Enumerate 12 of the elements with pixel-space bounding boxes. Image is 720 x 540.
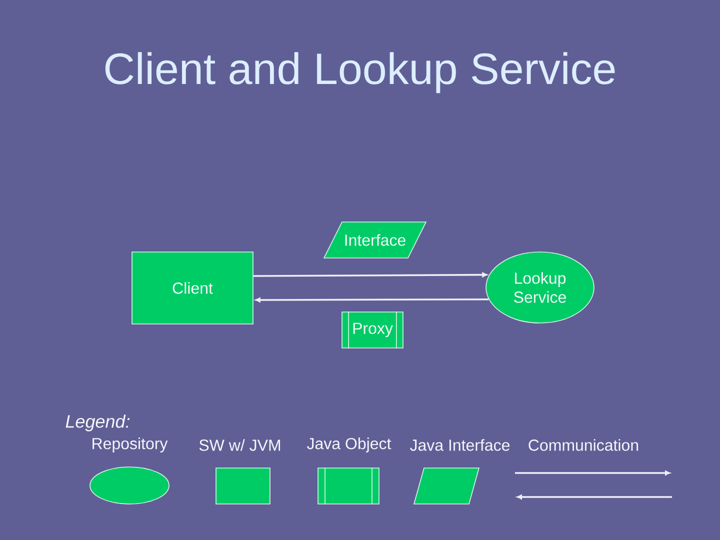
arrow bbox=[253, 272, 488, 278]
ellipse-node: Lookup Service bbox=[486, 252, 594, 324]
legend-label: SW w/ JVM bbox=[199, 439, 280, 451]
arrow bbox=[255, 298, 489, 302]
legend-label: Java Interface bbox=[410, 439, 510, 451]
legend-label: Repository bbox=[92, 438, 168, 452]
legend-label: Communication bbox=[528, 439, 638, 451]
process-box: Client bbox=[132, 252, 254, 324]
framed-box: Proxy bbox=[342, 311, 404, 349]
legend-label: Java Object bbox=[307, 438, 392, 452]
title: Client and Lookup Service bbox=[105, 52, 615, 94]
legend-heading: Legend: bbox=[66, 414, 130, 432]
